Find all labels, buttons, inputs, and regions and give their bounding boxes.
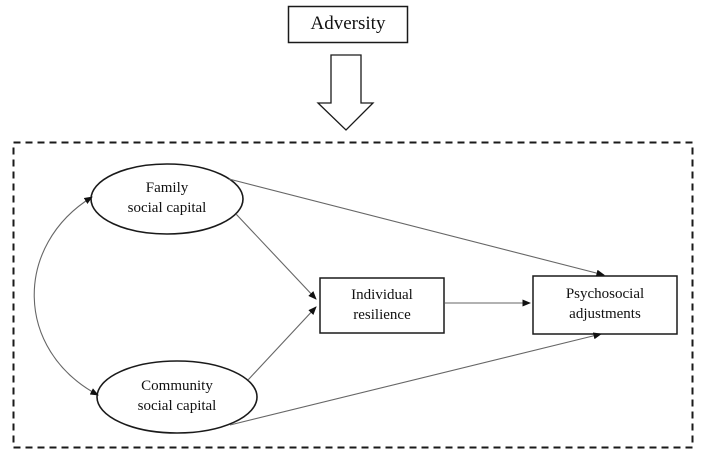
family-ellipse	[90, 163, 244, 235]
arrow-family-community-covariance	[33, 196, 99, 396]
adversity-box	[287, 5, 409, 44]
block-arrow-down-icon	[316, 54, 375, 131]
model-boundary	[12, 141, 694, 449]
arrow-community-psychosocial	[229, 332, 602, 426]
arrow-community-resilience	[247, 306, 317, 381]
arrow-family-psychosocial	[228, 178, 605, 277]
community-ellipse	[96, 360, 258, 434]
resilience-box	[319, 277, 445, 334]
psychosocial-box	[532, 275, 678, 335]
arrow-family-resilience	[235, 213, 317, 300]
